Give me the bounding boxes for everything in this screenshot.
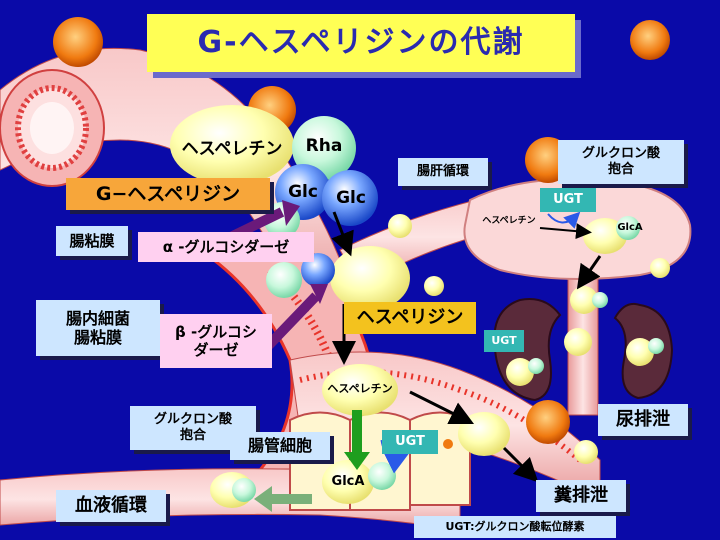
glca-liver-label: GlcA [617, 222, 643, 233]
enterocyte-cells [289, 411, 471, 511]
glucuronide-liver-line1: グルクロン酸 [581, 146, 660, 162]
ugt-liver-badge: UGT [540, 188, 596, 212]
page-title: G-ヘスペリジンの代謝 [147, 14, 575, 72]
arrows [205, 200, 602, 512]
hesperetin-mid-label: ヘスペレチン [327, 382, 393, 395]
glucuronide-gut-label: グルクロン酸 抱合 [130, 406, 256, 450]
glucuronide-gut-line2: 抱合 [179, 428, 206, 443]
alpha-glucosidase-label: α -グルコシダーゼ [138, 232, 314, 262]
gut-bacteria-line2: 腸粘膜 [73, 328, 122, 347]
blood-circulation-label: 血液循環 [56, 490, 166, 522]
ugt-kidney-badge: UGT [484, 330, 524, 352]
fecal-excretion-label: 糞排泄 [536, 480, 626, 512]
g-hesperidin-label: G−ヘスペリジン [66, 178, 270, 210]
beta-glucosidase-label: β -グルコシ ダーゼ [160, 314, 272, 368]
intestinal-mucosa-label: 腸粘膜 [56, 226, 128, 256]
hesperetin-top-label: ヘスペレチン [181, 139, 283, 159]
glucuronide-gut-line1: グルクロン酸 [153, 412, 232, 428]
ugt-gut-badge: UGT [382, 430, 438, 454]
hesperidin-label: ヘスペリジン [344, 302, 476, 334]
enterohepatic-label: 腸肝循環 [398, 158, 488, 186]
beta-glucosidase-line2: ダーゼ [193, 341, 239, 359]
glc-label-1: Glc [288, 182, 318, 202]
beta-glucosidase-line1: β -グルコシ [175, 323, 257, 341]
glucuronide-liver-line2: 抱合 [607, 162, 634, 177]
hesperetin-liver-label: ヘスペレチン [482, 216, 536, 226]
rha-label: Rha [305, 136, 343, 156]
glc-label-2: Glc [336, 188, 366, 208]
molecule-balls [170, 105, 670, 508]
glca-gut-label: GlcA [331, 474, 365, 489]
urinary-excretion-label: 尿排泄 [598, 404, 688, 436]
intestine-upper [0, 47, 341, 301]
enterocyte-label: 腸管細胞 [230, 432, 330, 460]
gut-bacteria-label: 腸内細菌 腸粘膜 [36, 300, 160, 356]
glucuronide-liver-label: グルクロン酸 抱合 [558, 140, 684, 184]
ugt-note-label: UGT:グルクロン酸転位酵素 [414, 516, 616, 538]
gut-bacteria-line1: 腸内細菌 [65, 308, 130, 328]
